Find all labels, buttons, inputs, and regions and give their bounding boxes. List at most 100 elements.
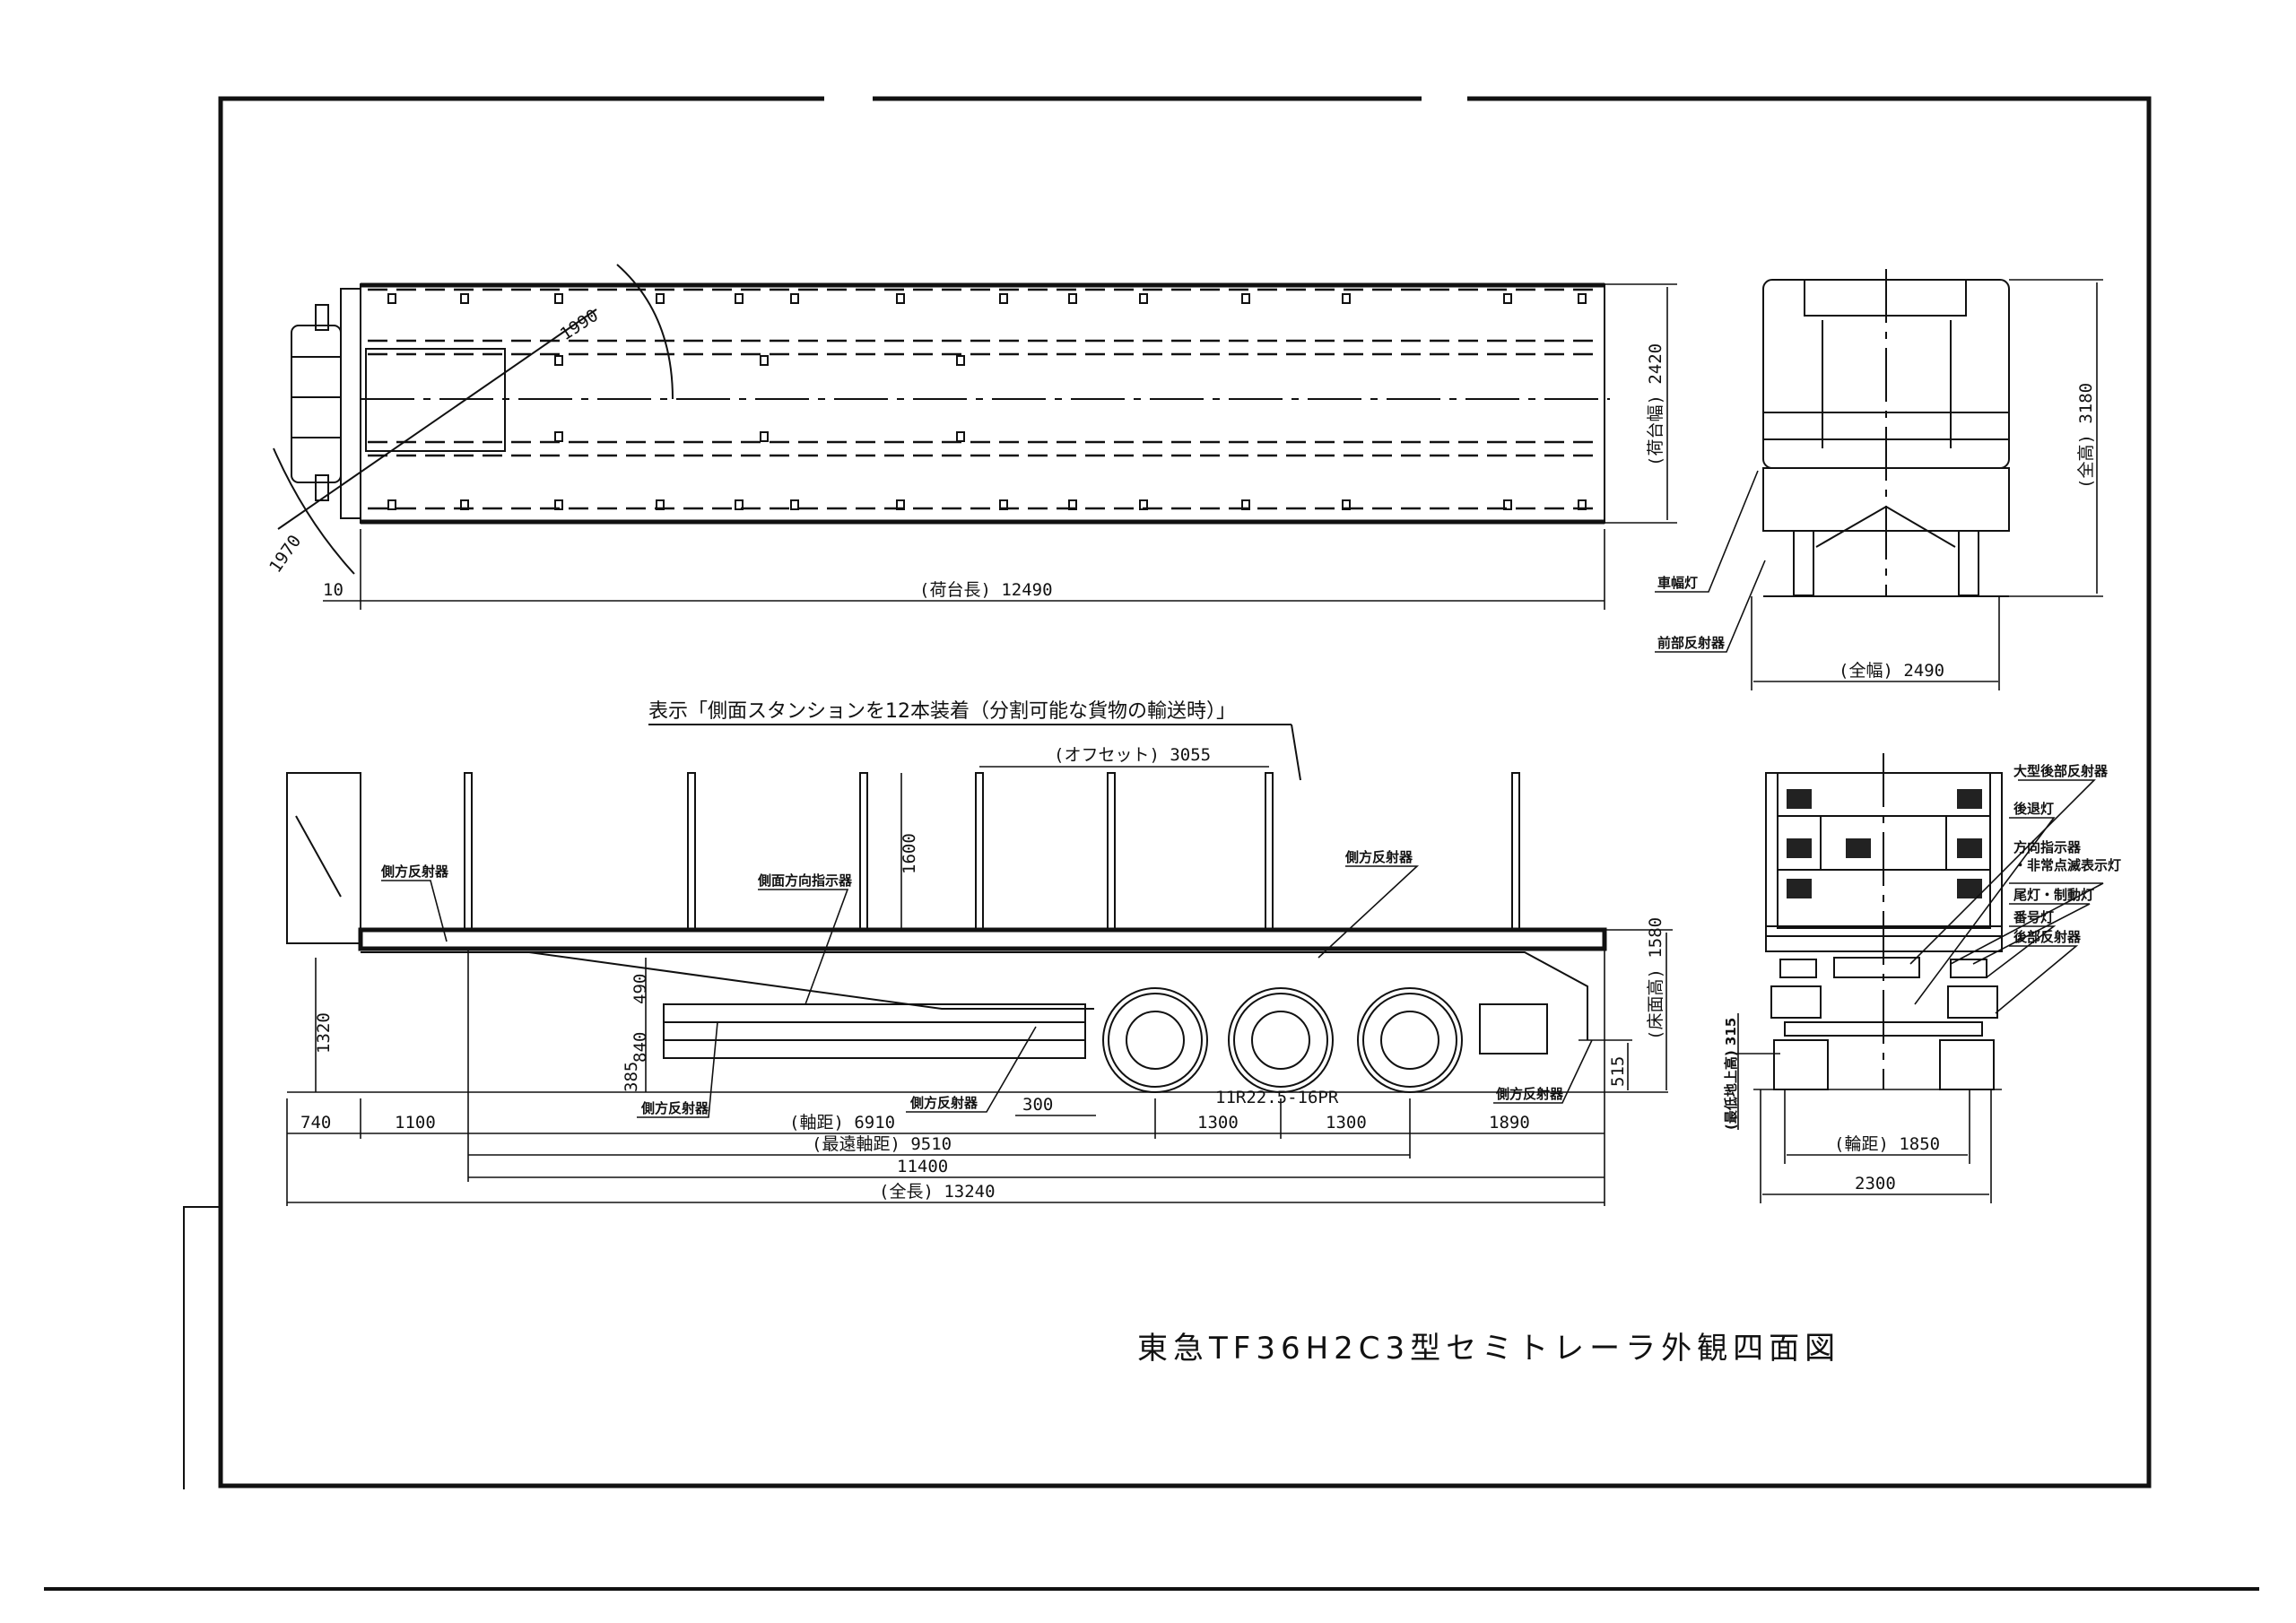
stake-pocket <box>1068 293 1077 304</box>
swing-front-dim: 1990 <box>557 306 602 344</box>
stake-pocket <box>790 293 799 304</box>
label-large-rear-reflector: 大型後部反射器 <box>2013 763 2109 779</box>
stake-pocket <box>1241 499 1250 510</box>
stake-pocket <box>656 499 665 510</box>
rear-overhang-dim: 1890 <box>1489 1113 1530 1133</box>
ground-clearance-dim: (最低地上高) 315 <box>1723 1018 1739 1130</box>
stanchion <box>464 772 473 931</box>
top-view: 1990 1970 (荷台幅) 2420 10 (荷台長) 12490 <box>265 264 1677 610</box>
stake-pocket <box>735 293 744 304</box>
stake-pocket <box>896 499 905 510</box>
drawing-border <box>44 96 2259 1591</box>
deck-length-dim: (荷台長) 12490 <box>919 580 1053 600</box>
overall-length-dim: (全長) 13240 <box>879 1182 996 1202</box>
swing-arc-rear <box>273 447 355 575</box>
floor-height-dim: (床面高) 1580 <box>1646 917 1665 1040</box>
stake-pocket <box>1139 499 1148 510</box>
dim-490: 490 <box>631 974 650 1004</box>
toolbox-rails <box>663 1003 1086 1059</box>
stake-pocket <box>1503 293 1512 304</box>
stake-pocket <box>999 499 1008 510</box>
stake-pocket <box>896 293 905 304</box>
axle-spacing-2: 1300 <box>1326 1113 1367 1133</box>
stake-pocket <box>760 355 769 366</box>
label-side-reflector-2: 側方反射器 <box>1344 849 1413 865</box>
stake-pocket <box>1139 293 1148 304</box>
stake-pocket <box>554 431 563 442</box>
drawing-title: 東急TF36H2C3型セミトレーラ外観四面図 <box>1137 1331 1840 1367</box>
wheel <box>1357 987 1463 1093</box>
rear-width-dim: 2300 <box>1855 1174 1896 1193</box>
stake-pocket <box>1342 499 1351 510</box>
label-reversing-lamp: 後退灯 <box>2013 801 2054 817</box>
wheel-rim <box>1362 993 1457 1088</box>
stake-pocket <box>735 499 744 510</box>
wheel-hub <box>1380 1011 1439 1070</box>
stake-pocket <box>999 293 1008 304</box>
label-hazard-lamp: ・非常点滅表示灯 <box>2013 857 2121 873</box>
stake-pocket <box>460 293 469 304</box>
dim-840: 840 <box>631 1032 650 1063</box>
wheel <box>1102 987 1208 1093</box>
length-dimension-lines <box>286 950 1605 1206</box>
axle-spacing-1: 1300 <box>1197 1113 1239 1133</box>
wheel-rim <box>1108 993 1203 1088</box>
label-rear-reflector: 後部反射器 <box>2013 929 2082 945</box>
dim-740: 740 <box>300 1113 331 1133</box>
label-side-turn-signal: 側面方向指示器 <box>757 872 853 889</box>
dim-515: 515 <box>1608 1056 1628 1087</box>
stake-pocket <box>554 355 563 366</box>
stake-pocket <box>554 293 563 304</box>
label-side-reflector-5: 側方反射器 <box>1495 1086 1564 1102</box>
overall-width-dim: (全幅) 2490 <box>1839 661 1944 681</box>
stanchion <box>975 772 984 931</box>
rear-view: 大型後部反射器 後退灯 方向指示器 ・非常点滅表示灯 尾灯・制動灯 番号灯 後部… <box>1723 753 2121 1203</box>
stanchion <box>859 772 868 931</box>
stanchions <box>464 772 1520 931</box>
label-license-lamp: 番号灯 <box>2013 909 2054 925</box>
label-side-reflector-1: 側方反射器 <box>380 864 449 880</box>
wheel-hub <box>1126 1011 1185 1070</box>
swing-rear-dim: 1970 <box>265 532 305 577</box>
stake-pocket <box>460 499 469 510</box>
stake-pocket <box>387 499 396 510</box>
stake-height-dim: 1600 <box>900 833 919 874</box>
stanchion <box>1107 772 1116 931</box>
label-side-reflector-4: 側方反射器 <box>909 1095 978 1111</box>
swing-radius-line <box>277 308 597 530</box>
stake-pocket <box>760 431 769 442</box>
overall-height-dim: (全高) 3180 <box>2076 383 2096 489</box>
stake-pocket <box>1578 499 1587 510</box>
track-dim: (輪距) 1850 <box>1834 1134 1940 1154</box>
deck-width-dim: (荷台幅) 2420 <box>1646 343 1665 466</box>
stake-pocket <box>956 355 965 366</box>
max-wheelbase-dim: (最遠軸距) 9510 <box>812 1134 952 1154</box>
dim-11400: 11400 <box>897 1157 948 1176</box>
stake-pocket <box>387 293 396 304</box>
label-side-reflector-3: 側方反射器 <box>640 1100 709 1116</box>
wheel-hub <box>1251 1011 1310 1070</box>
wheel <box>1228 987 1334 1093</box>
stake-pocket <box>1241 293 1250 304</box>
stanchion <box>1511 772 1520 931</box>
stake-pocket <box>554 499 563 510</box>
label-front-reflector: 前部反射器 <box>1657 635 1726 651</box>
offset-10-dim: 10 <box>323 580 344 600</box>
stake-pocket <box>1503 499 1512 510</box>
dim-385: 385 <box>622 1062 641 1092</box>
reflective-patches <box>1787 789 1982 898</box>
label-side-marker-lamp: 車幅灯 <box>1657 575 1698 591</box>
stake-pocket <box>1342 293 1351 304</box>
stake-pockets <box>387 293 1587 510</box>
headboard-side <box>286 772 361 944</box>
coupler-height-dim: 1320 <box>314 1012 334 1054</box>
offset-dim: (オフセット) 3055 <box>1054 745 1211 765</box>
stake-pocket <box>790 499 799 510</box>
front-view: (全高) 3180 (全幅) 2490 車幅灯 前部反射器 <box>1655 269 2103 690</box>
stanchion <box>687 772 696 931</box>
headboard-top <box>291 325 342 483</box>
wheels <box>1102 987 1463 1093</box>
swing-arc-front <box>616 264 674 400</box>
stanchion <box>1265 772 1274 931</box>
